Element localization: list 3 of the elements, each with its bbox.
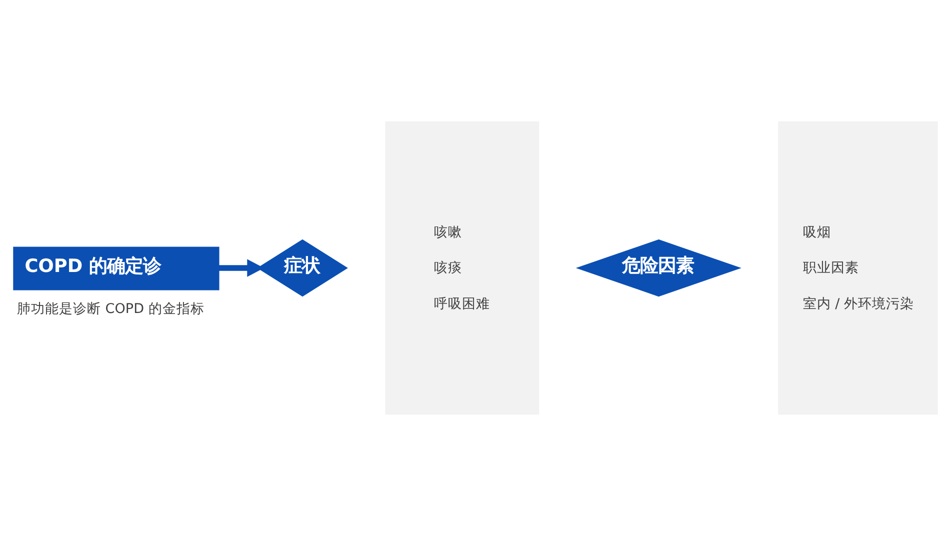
node-diamond: 危险因素 (576, 238, 742, 296)
node-label: 肺功能是诊断 COPD 的金指标 (17, 300, 204, 317)
node-box: COPD 的确定诊 (13, 246, 220, 290)
